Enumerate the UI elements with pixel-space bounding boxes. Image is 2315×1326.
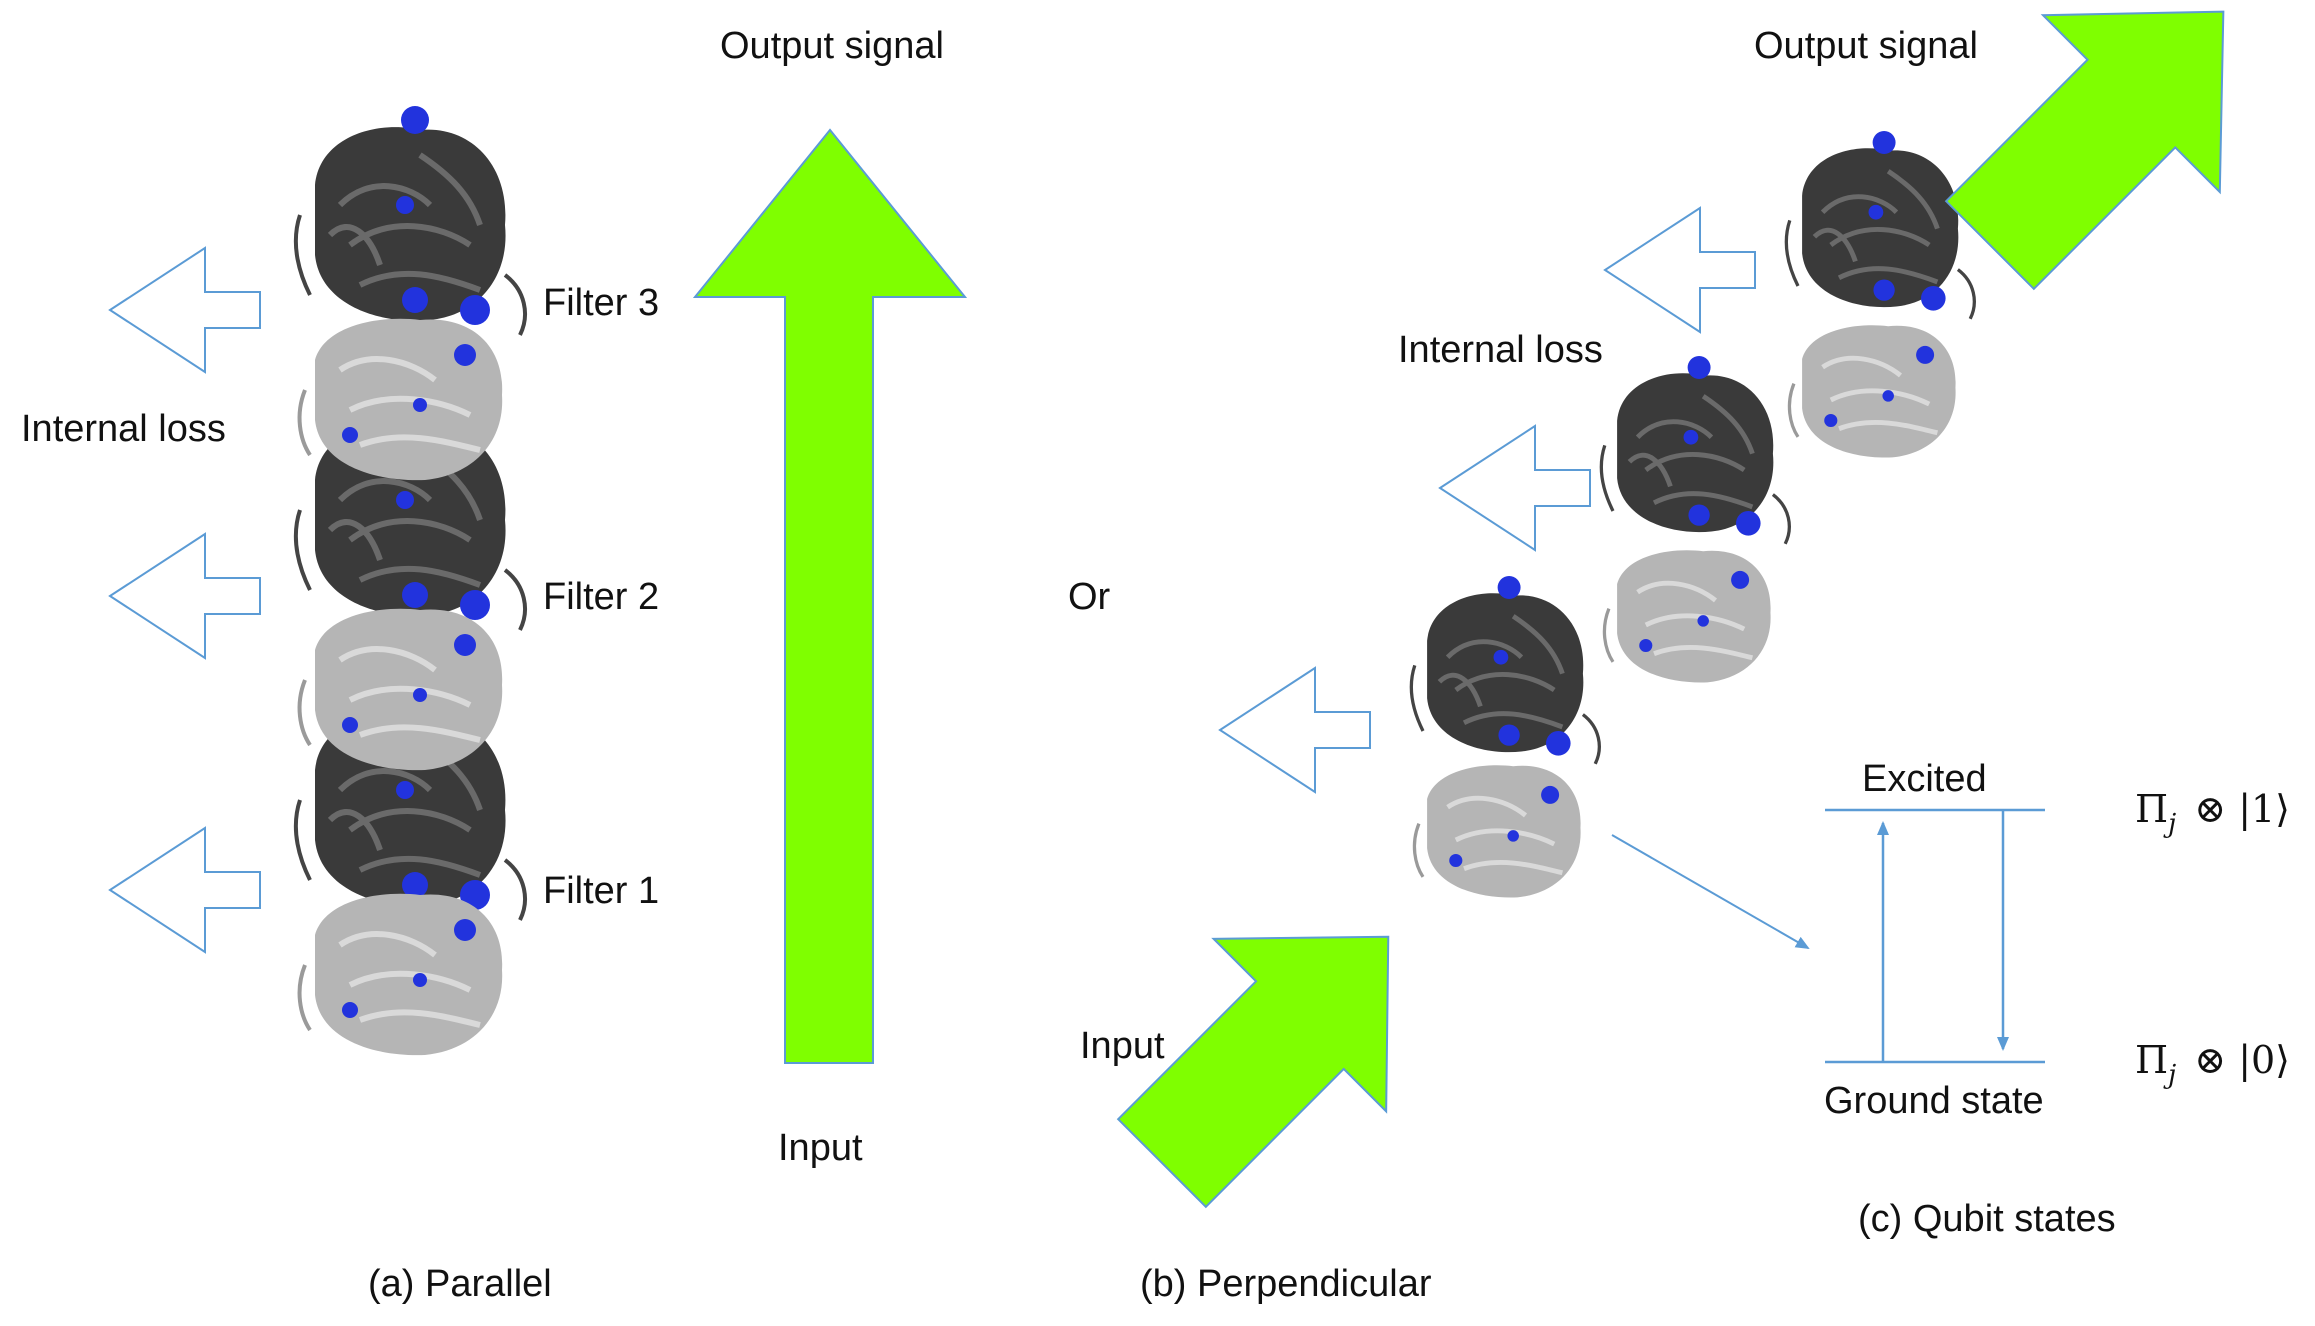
ground-state-label: Ground state	[1824, 1080, 2044, 1122]
internal-loss-label-b: Internal loss	[1398, 329, 1603, 371]
or-label: Or	[1068, 576, 1111, 618]
protein-column-a-domains	[296, 319, 525, 1055]
caption-a: (a) Parallel	[368, 1263, 552, 1305]
protein-stack-b3	[1786, 131, 1974, 458]
signal-arrow-input	[1116, 935, 1390, 1209]
protein-domain-light	[300, 894, 503, 1055]
output-signal-label-a: Output signal	[720, 25, 944, 67]
protein-domain-dark	[1601, 356, 1789, 544]
filter-1-label: Filter 1	[543, 870, 660, 912]
loss-arrow-icon	[109, 247, 261, 373]
ground-ket: Πj ⊗ |0⟩	[2135, 1038, 2291, 1090]
input-label-b: Input	[1080, 1025, 1165, 1067]
protein-domain-light	[1414, 765, 1580, 897]
pointer-line	[1611, 834, 1810, 949]
filter-3-label: Filter 3	[543, 282, 660, 324]
internal-loss-label-a: Internal loss	[21, 408, 226, 450]
protein-column-a	[296, 106, 525, 335]
input-label-a: Input	[778, 1127, 863, 1169]
caption-c: (c) Qubit states	[1858, 1198, 2116, 1240]
signal-arrow-output	[1944, 10, 2225, 291]
loss-arrow-icon	[109, 827, 261, 953]
protein-domain-dark	[1786, 131, 1974, 319]
caption-b: (b) Perpendicular	[1140, 1263, 1432, 1305]
loss-arrow-icon	[1439, 425, 1591, 551]
signal-arrow-up	[692, 128, 968, 1064]
protein-stack-b2	[1601, 356, 1789, 683]
ket-text: Πj ⊗ |1⟩	[2135, 787, 2291, 839]
excited-label: Excited	[1862, 758, 1987, 800]
excited-ket: Πj ⊗ |1⟩	[2135, 787, 2291, 839]
ket-text: Πj ⊗ |0⟩	[2135, 1038, 2291, 1090]
protein-domain-dark	[296, 106, 525, 335]
protein-domain-dark	[1411, 576, 1599, 764]
output-signal-label-b: Output signal	[1754, 25, 1978, 67]
protein-stack-b1	[1411, 576, 1599, 898]
loss-arrow-icon	[109, 533, 261, 659]
protein-domain-light	[1789, 325, 1955, 457]
filter-2-label: Filter 2	[543, 576, 660, 618]
loss-arrow-icon	[1604, 207, 1756, 333]
loss-arrow-icon	[1219, 667, 1371, 793]
protein-domain-light	[1604, 550, 1770, 682]
